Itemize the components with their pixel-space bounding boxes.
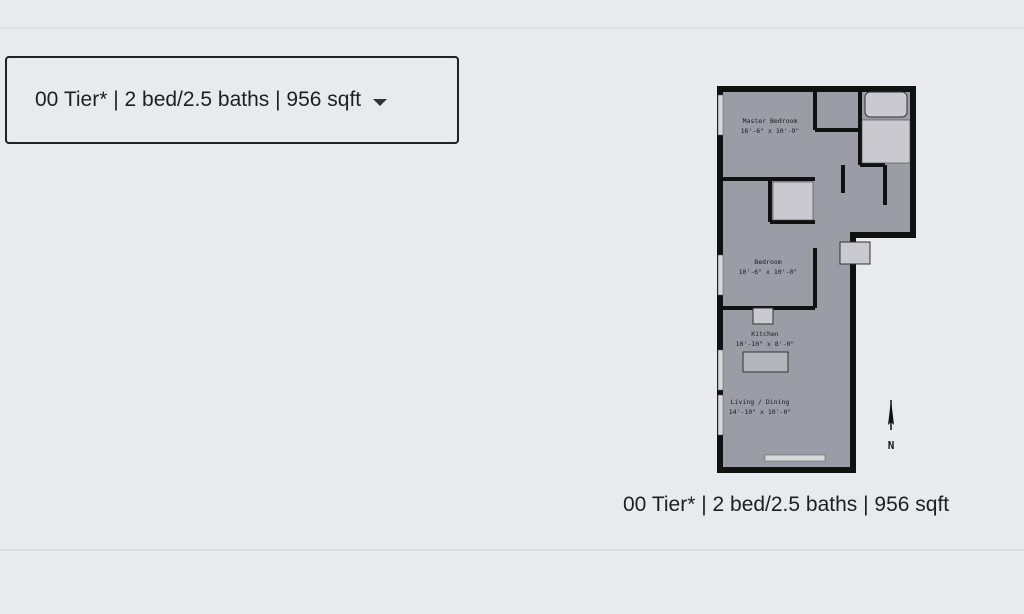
- room-size-bedroom: 10'-6" x 10'-0": [739, 268, 798, 276]
- room-label-bedroom: Bedroom: [754, 258, 781, 266]
- room-size-master-bedroom: 16'-6" x 10'-9": [741, 127, 800, 135]
- dropdown-selected-value: 00 Tier* | 2 bed/2.5 baths | 956 sqft: [35, 88, 362, 111]
- room-label-master-bedroom: Master Bedroom: [743, 117, 798, 125]
- room-size-living-dining: 14'-10" x 10'-0": [729, 408, 792, 416]
- floor-plan-image: Master Bedroom 16'-6" x 10'-9" Bedroom 1…: [710, 80, 930, 480]
- unit-type-dropdown[interactable]: 00 Tier* | 2 bed/2.5 baths | 956 sqft: [5, 56, 459, 144]
- chevron-down-icon[interactable]: [373, 98, 388, 106]
- bottom-divider: [0, 549, 1024, 551]
- top-divider: [0, 27, 1024, 29]
- compass-label: N: [888, 439, 895, 452]
- room-label-kitchen: Kitchen: [751, 330, 778, 338]
- room-size-kitchen: 10'-10" x 8'-0": [736, 340, 795, 348]
- room-label-living-dining: Living / Dining: [731, 398, 790, 406]
- floor-plan-caption: 00 Tier* | 2 bed/2.5 baths | 956 sqft: [623, 493, 950, 516]
